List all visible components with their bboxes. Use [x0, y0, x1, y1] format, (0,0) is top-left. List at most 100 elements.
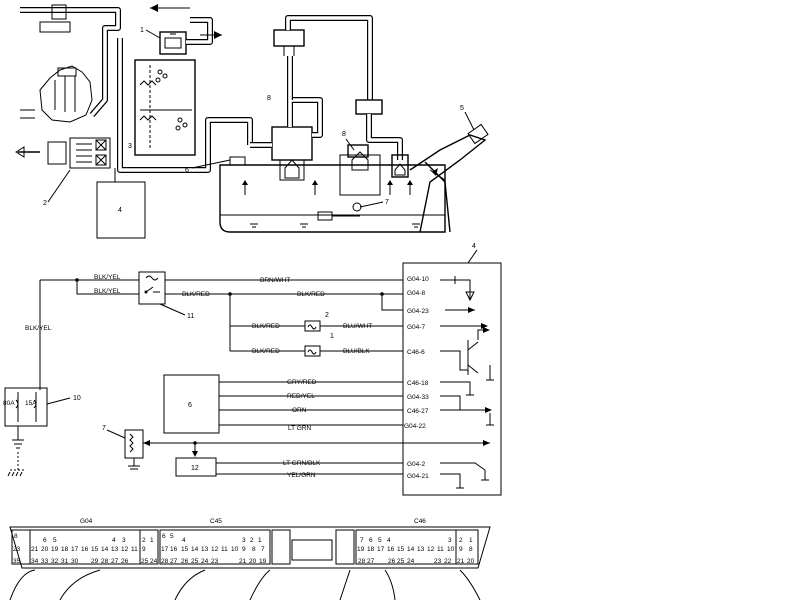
- svg-text:30: 30: [71, 558, 79, 565]
- connector-panel: G04 8 23 35 6 5 4 3 21 20 19 18 17 16 15…: [9, 518, 491, 600]
- svg-text:5: 5: [170, 533, 174, 540]
- svg-text:10: 10: [447, 546, 455, 553]
- callout-8-left: 8: [267, 95, 271, 102]
- svg-text:32: 32: [51, 558, 59, 565]
- callout-2: 2: [43, 200, 47, 207]
- svg-text:4: 4: [112, 537, 116, 544]
- terminal-g04-21: G04-21: [407, 473, 429, 480]
- svg-text:6: 6: [43, 537, 47, 544]
- callout-10: 10: [73, 395, 81, 402]
- svg-text:15: 15: [91, 546, 99, 553]
- svg-text:12: 12: [427, 546, 435, 553]
- svg-text:8: 8: [14, 533, 18, 540]
- svg-text:14: 14: [407, 546, 415, 553]
- svg-text:25: 25: [191, 558, 199, 565]
- connector-blank-3: [335, 529, 355, 565]
- svg-text:26: 26: [121, 558, 129, 565]
- svg-text:17: 17: [161, 546, 169, 553]
- callout-5: 5: [460, 105, 464, 112]
- svg-text:20: 20: [249, 558, 257, 565]
- fuse-box: [4, 387, 48, 477]
- svg-text:3: 3: [242, 537, 246, 544]
- svg-text:27: 27: [170, 558, 178, 565]
- terminal-g04-10: G04-10: [407, 276, 429, 283]
- connector-blank-2: [291, 539, 333, 561]
- svg-text:3: 3: [448, 537, 452, 544]
- svg-text:21: 21: [239, 558, 247, 565]
- svg-text:2: 2: [250, 537, 254, 544]
- svg-text:8: 8: [252, 546, 256, 553]
- wire-label-blk-red-1: BLK/RED: [252, 348, 280, 355]
- svg-text:10: 10: [231, 546, 239, 553]
- wire-label-blk-yel-mid: BLK/YEL: [94, 288, 121, 295]
- wire-label-yel-grn: YEL/GRN: [287, 472, 316, 479]
- connector-c46: C46 7 6 5 4 3 19 18 17 16 15 14 13 12 11…: [355, 518, 479, 565]
- svg-text:21: 21: [31, 546, 39, 553]
- svg-text:14: 14: [191, 546, 199, 553]
- fuel-pump-module: [339, 144, 409, 196]
- callout-w12: 12: [191, 465, 199, 472]
- wire-label-red-yel: RED/YEL: [287, 393, 315, 400]
- svg-text:9: 9: [142, 546, 146, 553]
- svg-text:4: 4: [387, 537, 391, 544]
- svg-text:12: 12: [211, 546, 219, 553]
- ecm-box: [96, 181, 146, 239]
- wire-label-blu-blk: BLU/BLK: [343, 348, 370, 355]
- connector-c45: C45 6 5 4 3 2 1 17 16 15 14 13 12 11 10 …: [159, 518, 271, 565]
- fuse-80a: 80A: [3, 400, 15, 407]
- svg-text:4: 4: [182, 537, 186, 544]
- svg-text:20: 20: [467, 558, 475, 565]
- terminal-c46-6: C46-6: [407, 349, 425, 356]
- callout-8-right: 8: [342, 131, 346, 138]
- svg-text:13: 13: [417, 546, 425, 553]
- callout-4: 4: [118, 207, 122, 214]
- wire-label-gry-red: GRY/RED: [287, 379, 317, 386]
- engine-icon: [20, 65, 93, 123]
- svg-text:18: 18: [61, 546, 69, 553]
- svg-text:19: 19: [51, 546, 59, 553]
- injector-1: [304, 345, 321, 357]
- two-way-valve: [250, 97, 323, 181]
- vacuum-switch: [159, 17, 222, 55]
- terminal-g04-22: G04-22: [404, 423, 426, 430]
- connector-label-c46: C46: [414, 518, 426, 525]
- svg-text:14: 14: [101, 546, 109, 553]
- svg-text:5: 5: [378, 537, 382, 544]
- svg-text:33: 33: [41, 558, 49, 565]
- svg-text:1: 1: [150, 537, 154, 544]
- svg-text:16: 16: [170, 546, 178, 553]
- terminal-g04-23: G04-23: [407, 308, 429, 315]
- callout-1: 1: [140, 27, 144, 34]
- svg-text:8: 8: [469, 546, 473, 553]
- svg-text:1: 1: [258, 537, 262, 544]
- svg-text:11: 11: [131, 546, 138, 553]
- connector-label-g04: G04: [80, 518, 93, 525]
- wire-label-blk-yel-left: BLK/YEL: [25, 325, 52, 332]
- svg-text:24: 24: [201, 558, 209, 565]
- filler-neck: [409, 123, 489, 233]
- box-12: [175, 457, 217, 477]
- wire-label-blk-red-main: BLK/RED: [297, 291, 325, 298]
- callout-4-ecm: 4: [472, 243, 476, 250]
- svg-text:34: 34: [31, 558, 39, 565]
- svg-text:2: 2: [142, 537, 146, 544]
- terminal-c46-18: C46-18: [407, 380, 429, 387]
- svg-text:27: 27: [111, 558, 119, 565]
- svg-text:2: 2: [459, 537, 463, 544]
- ecm-internal-circuits: [440, 276, 494, 489]
- svg-text:31: 31: [61, 558, 69, 565]
- intake-manifold: [39, 21, 71, 33]
- evap-canister: [117, 38, 253, 173]
- svg-text:25: 25: [397, 558, 405, 565]
- svg-text:13: 13: [111, 546, 119, 553]
- callout-w2: 2: [325, 312, 329, 319]
- terminal-g04-2: G04-2: [407, 461, 425, 468]
- callout-w7: 7: [102, 425, 106, 432]
- mechanical-diagram: 2 4 3 1: [15, 4, 489, 239]
- wire-label-blu-wht: BLU/WHT: [343, 323, 372, 330]
- svg-text:3: 3: [122, 537, 126, 544]
- svg-text:9: 9: [459, 546, 463, 553]
- svg-text:27: 27: [367, 558, 375, 565]
- connector-blank-1: [271, 529, 291, 565]
